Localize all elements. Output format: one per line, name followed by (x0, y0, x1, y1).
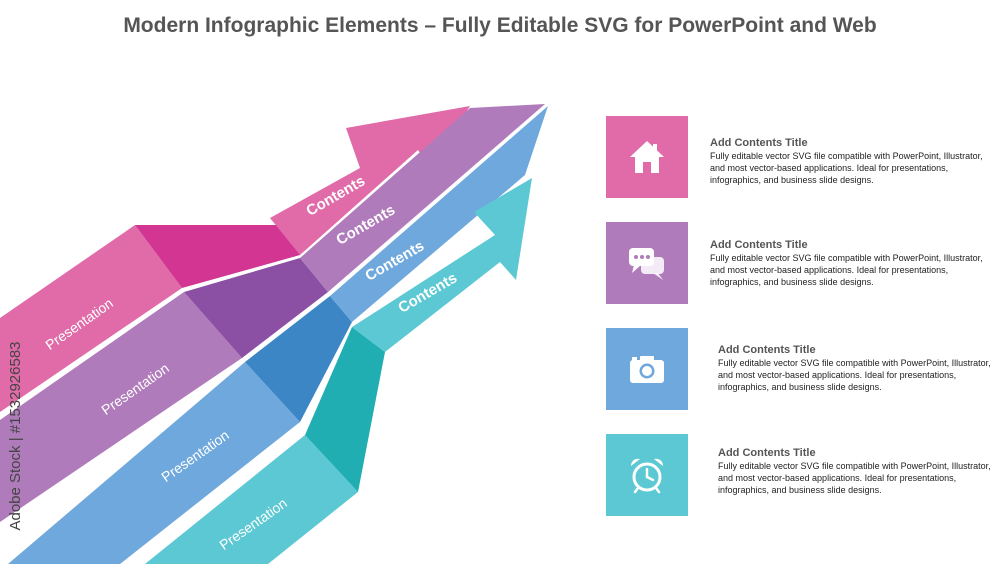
item-3-title: Add Contents Title (718, 344, 816, 356)
arrow-2: Contents Presentation (0, 104, 545, 522)
page-title: Modern Infographic Elements – Fully Edit… (123, 14, 877, 37)
arrow-2-band (0, 292, 242, 522)
item-2-text: Add Contents Title Fully editable vector… (710, 239, 985, 288)
arrow-3-fold (245, 296, 352, 422)
camera-icon (630, 356, 664, 383)
item-1-icon-box (606, 116, 688, 198)
chat-bubbles-icon (629, 248, 664, 280)
item-4-title: Add Contents Title (718, 447, 816, 459)
arrow-3: Contents Presentation (8, 106, 548, 564)
arrow-4: Contents Presentation (145, 178, 532, 564)
arrow-3-head (330, 106, 548, 322)
item-3-description: Fully editable vector SVG file compatibl… (718, 358, 991, 392)
arrow-4-band (145, 435, 358, 564)
item-4-text: Add Contents Title Fully editable vector… (718, 447, 993, 496)
item-1-title: Add Contents Title (710, 137, 808, 149)
stock-watermark: Adobe Stock | #1532926583 (7, 341, 24, 530)
item-1-description: Fully editable vector SVG file compatibl… (710, 151, 983, 185)
watermark-text: Adobe Stock | #1532926583 (7, 341, 24, 530)
item-4-description: Fully editable vector SVG file compatibl… (718, 461, 991, 495)
arrow-1-head (270, 106, 470, 255)
arrow-3-band (8, 362, 300, 564)
arrow-1-fold (135, 225, 300, 288)
arrow-4-fold (305, 327, 385, 492)
item-4-icon-box (606, 434, 688, 516)
item-2-icon-box (606, 222, 688, 304)
arrow-diagram: Contents Presentation Contents Presentat… (0, 104, 548, 564)
arrow-2-fold (184, 258, 328, 358)
arrow-1-band (0, 225, 182, 412)
arrow-2-head (300, 104, 545, 292)
item-1-text: Add Contents Title Fully editable vector… (710, 137, 985, 186)
item-2-description: Fully editable vector SVG file compatibl… (710, 253, 983, 287)
home-icon (630, 141, 664, 173)
alarm-clock-icon (630, 458, 664, 494)
arrow-4-head (352, 178, 532, 352)
item-2-title: Add Contents Title (710, 239, 808, 251)
item-3-text: Add Contents Title Fully editable vector… (718, 344, 993, 393)
item-3-icon-box (606, 328, 688, 410)
